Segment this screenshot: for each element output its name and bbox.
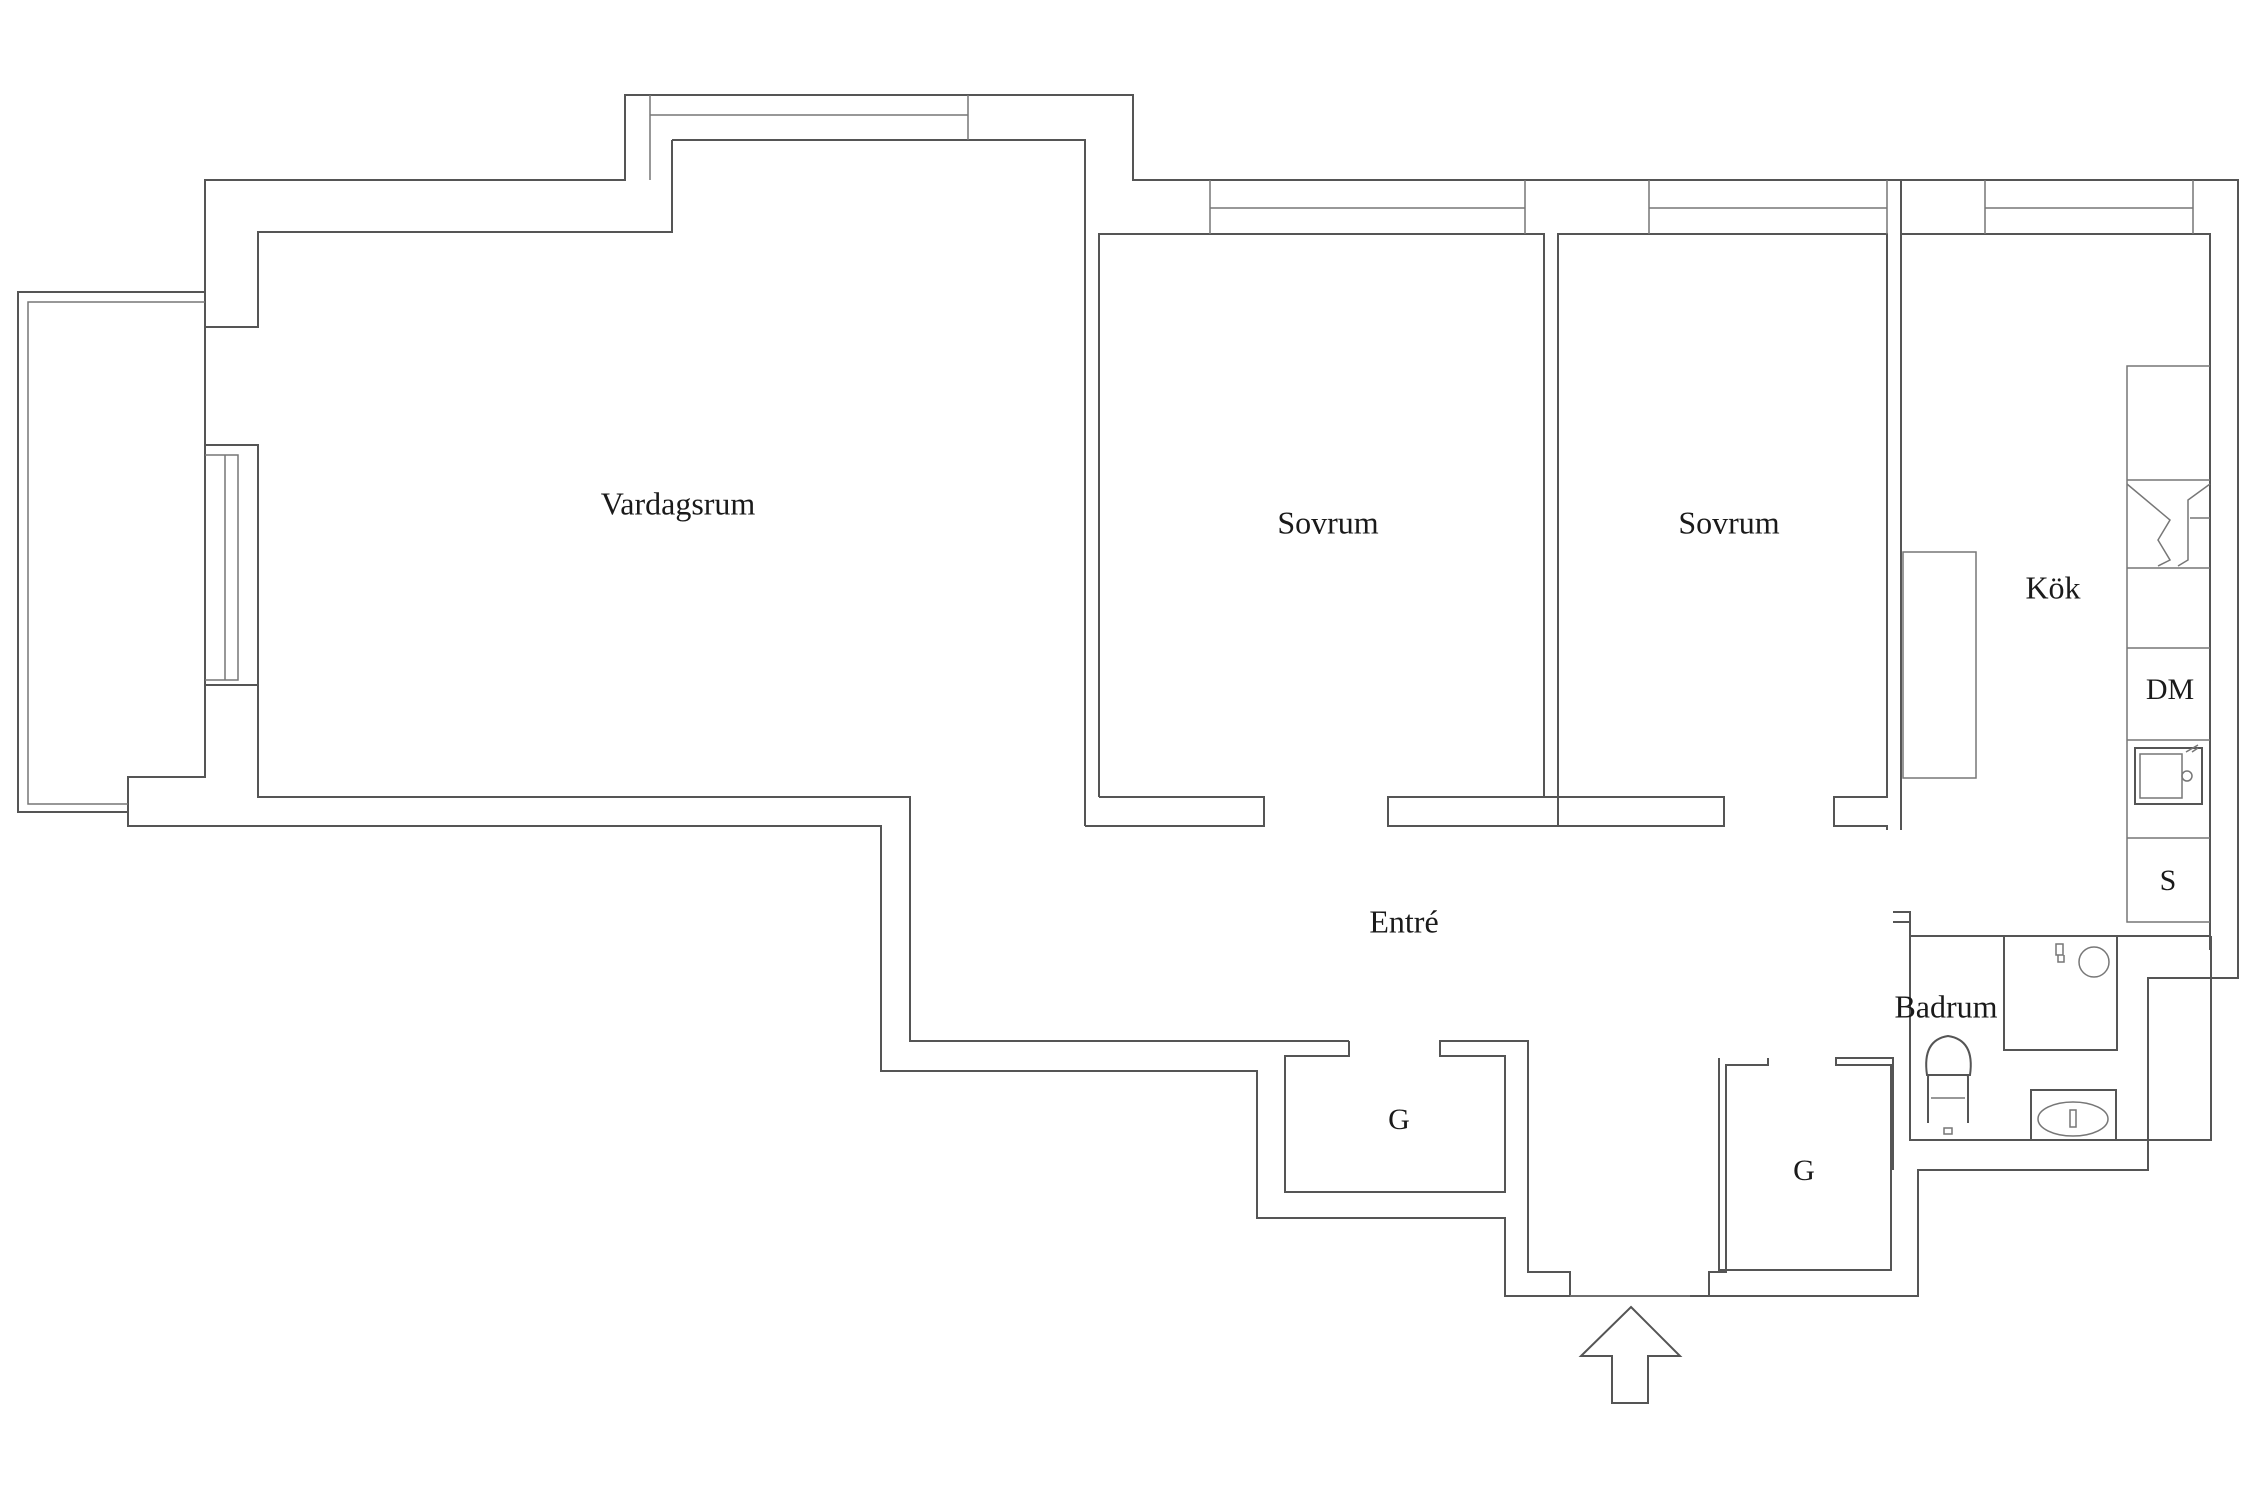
room-label-sovrum-2: Sovrum [1678,504,1779,540]
living-room-window-side [205,454,239,681]
room-label-vardagsrum: Vardagsrum [601,485,756,521]
closet-1-wall [1284,1040,1571,1296]
kitchen-counter [2126,365,2210,923]
kitchen-wall [1893,180,2211,950]
exterior-wall [127,94,2239,1297]
room-label-sovrum-1: Sovrum [1277,504,1378,540]
living-room-wall [205,139,1349,1042]
bedroom-1-window [1209,180,1526,234]
entrance-arrow-icon [1578,1305,1683,1404]
kitchen-sink-icon [2134,744,2203,805]
bathroom-wall [1893,921,2212,1141]
appliance-label-dm: DM [2146,673,2194,706]
balcony-inner [27,301,205,805]
room-label-badrum: Badrum [1894,988,1997,1024]
kitchen-window [1984,180,2194,234]
room-label-entre: Entré [1369,903,1438,939]
shower-icon [2003,935,2118,1051]
kitchen-table [1902,551,1977,779]
bedroom-2-window [1648,180,1888,234]
washbasin-icon [2030,1089,2117,1141]
living-room-window-top [649,95,969,180]
closet-2-wall [1708,1057,1894,1296]
bedroom-1-wall [1085,233,1725,827]
shower-drain-icon [2078,946,2110,978]
appliance-label-s: S [2160,864,2177,897]
room-label-kok: Kök [2025,569,2080,605]
balcony [17,291,205,813]
toilet-icon [1925,1034,1972,1135]
stove-icon [2126,483,2211,567]
bedroom-2-wall [1557,233,1888,830]
room-label-garderob-1: G [1388,1103,1410,1136]
shower-head-icon [2055,943,2065,963]
room-label-garderob-2: G [1793,1154,1815,1187]
